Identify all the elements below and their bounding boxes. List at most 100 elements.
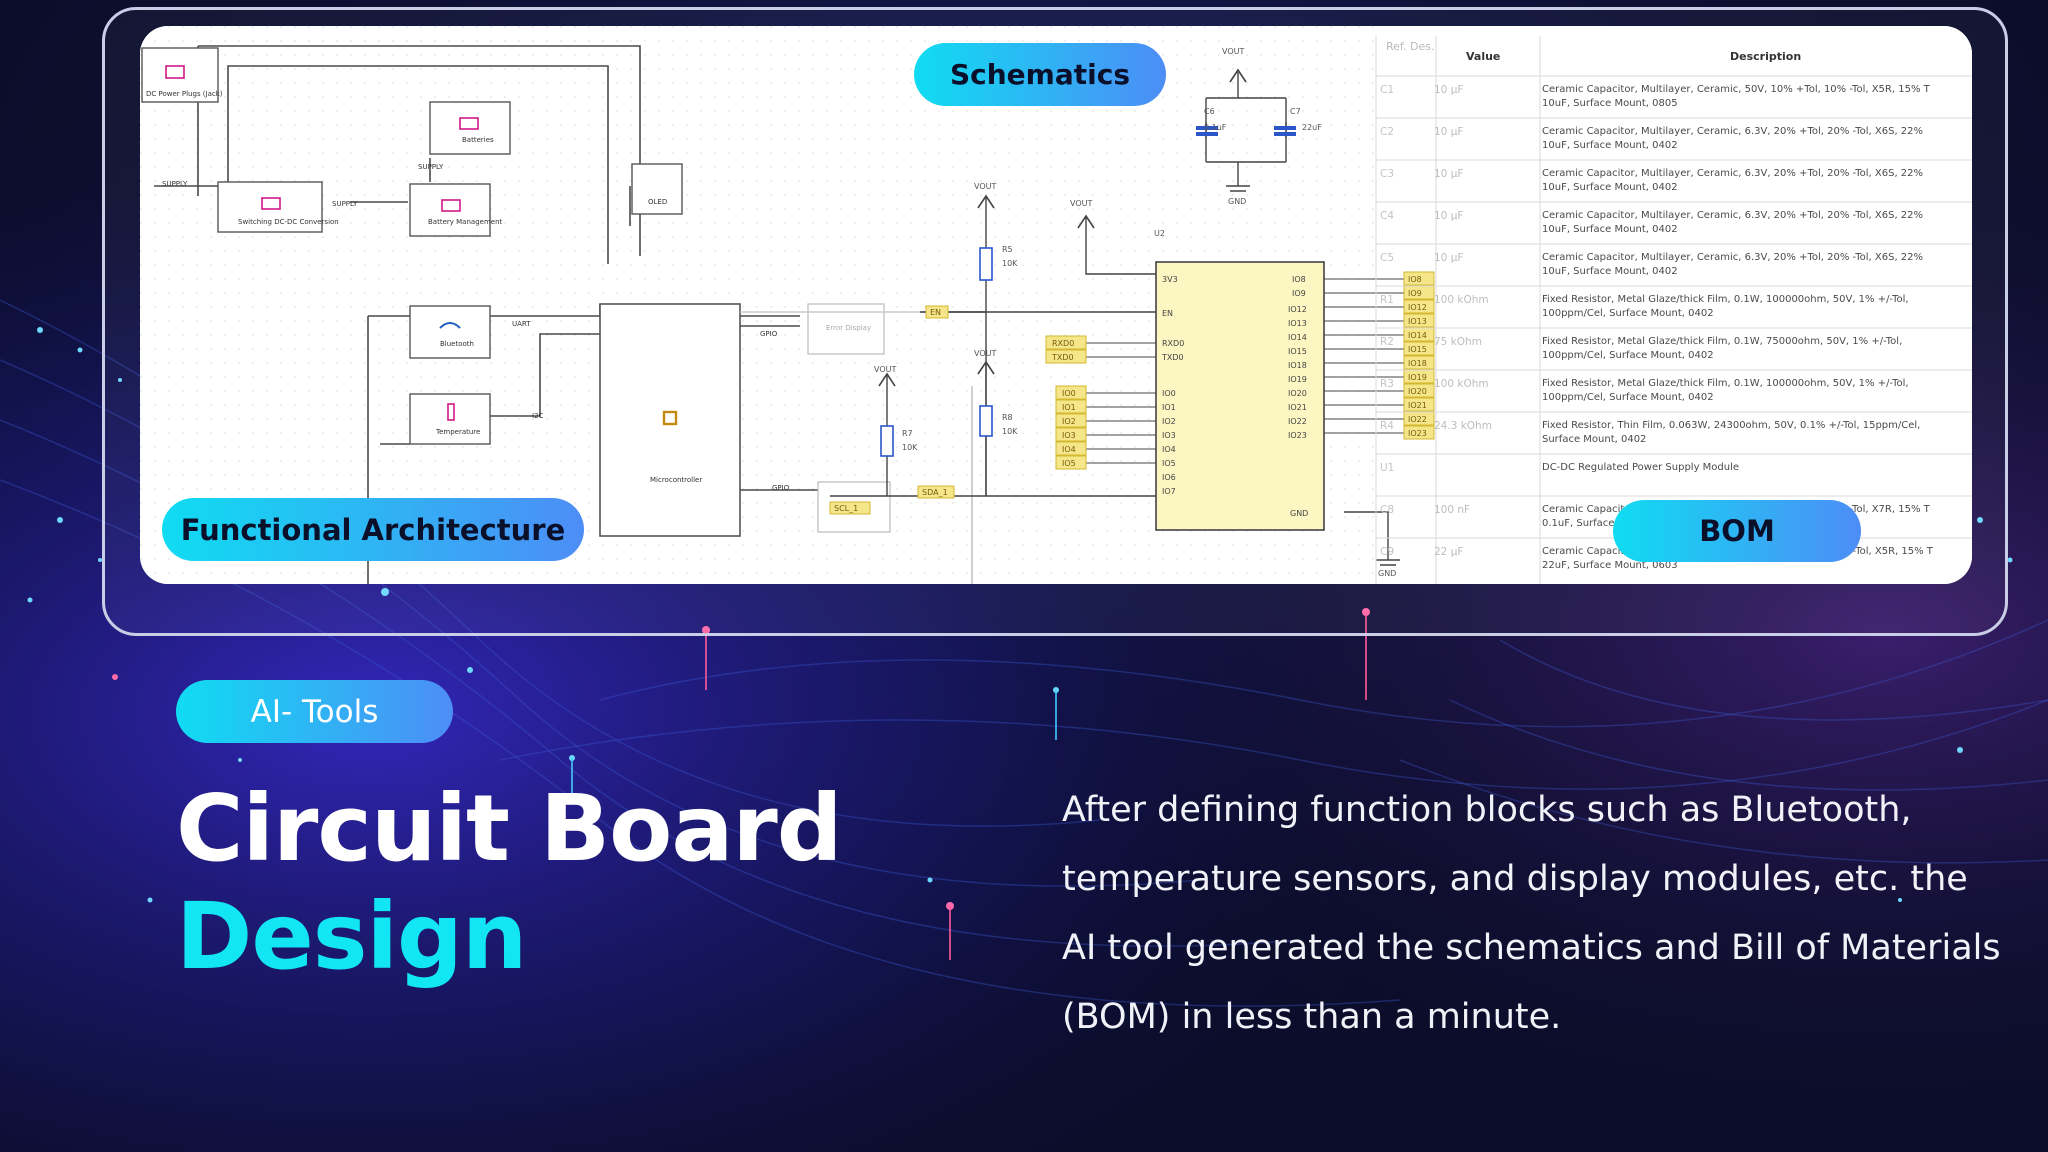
ic-pin-labels: 3V3 EN RXD0 TXD0 IO0 IO1 IO2 IO3 IO4 IO5…	[1161, 275, 1308, 518]
svg-text:C9: C9	[1380, 546, 1394, 558]
label-gpio-1: GPIO	[760, 330, 778, 338]
svg-text:IO6: IO6	[1162, 473, 1176, 482]
svg-text:IO22: IO22	[1408, 415, 1427, 424]
block-temperature	[409, 393, 491, 445]
net-en: EN	[930, 308, 941, 317]
label-bluetooth: Bluetooth	[440, 340, 474, 348]
svg-text:10K: 10K	[902, 443, 918, 452]
svg-text:IO9: IO9	[1408, 289, 1422, 298]
schematic-wires	[740, 72, 1389, 584]
schematic-canvas: DC Power Plugs (Jack) Batteries Switchin…	[140, 26, 1972, 584]
svg-text:R1: R1	[1380, 294, 1394, 306]
svg-text:GND: GND	[1228, 197, 1246, 206]
block-oled	[631, 163, 683, 215]
svg-text:VOUT: VOUT	[974, 182, 996, 191]
svg-text:Ceramic Capacitor, Multilayer,: Ceramic Capacitor, Multilayer, Ceramic, …	[1542, 252, 1923, 263]
svg-text:IO18: IO18	[1408, 359, 1427, 368]
svg-text:22uF: 22uF	[1302, 123, 1322, 132]
label-gpio-2: GPIO	[772, 484, 790, 492]
svg-text:IO19: IO19	[1408, 373, 1427, 382]
label-dc-power: DC Power Plugs (Jack)	[146, 90, 223, 98]
svg-text:C3: C3	[1380, 168, 1394, 180]
slide-title-line2: Design	[176, 883, 527, 990]
svg-text:TXD0: TXD0	[1051, 353, 1074, 362]
svg-text:C1: C1	[1380, 84, 1394, 96]
ic-u2	[1155, 261, 1325, 531]
svg-text:IO4: IO4	[1162, 445, 1176, 454]
schematics-label-pill: Schematics	[914, 43, 1166, 106]
svg-text:0.1uF: 0.1uF	[1204, 123, 1227, 132]
schematic-resistors	[880, 247, 993, 457]
svg-text:22 µF: 22 µF	[1434, 546, 1463, 558]
svg-text:IO2: IO2	[1062, 417, 1076, 426]
svg-text:IO12: IO12	[1288, 305, 1307, 314]
label-supply-3: SUPPLY	[332, 200, 358, 208]
bom-value-column: 10 µF 10 µF 10 µF 10 µF 10 µF 100 kOhm 7…	[1434, 84, 1492, 558]
svg-text:Ceramic Capacitor, Multilayer,: Ceramic Capacitor, Multilayer, Ceramic, …	[1542, 84, 1931, 95]
svg-text:10 µF: 10 µF	[1434, 252, 1463, 264]
label-temperature: Temperature	[435, 428, 480, 436]
label-battery-mgmt: Battery Management	[428, 218, 503, 226]
svg-text:U2: U2	[1154, 229, 1165, 238]
svg-text:100ppm/Cel, Surface Mount, 040: 100ppm/Cel, Surface Mount, 0402	[1542, 308, 1714, 319]
label-error-display: Error Display	[826, 324, 871, 332]
svg-text:R3: R3	[1380, 378, 1394, 390]
block-battery-management	[409, 183, 491, 237]
svg-text:IO12: IO12	[1408, 303, 1427, 312]
svg-text:VOUT: VOUT	[874, 365, 896, 374]
svg-text:GND: GND	[1290, 509, 1308, 518]
svg-text:IO21: IO21	[1288, 403, 1307, 412]
svg-text:10K: 10K	[1002, 259, 1018, 268]
svg-text:IO23: IO23	[1408, 429, 1427, 438]
svg-text:100ppm/Cel, Surface Mount, 040: 100ppm/Cel, Surface Mount, 0402	[1542, 350, 1714, 361]
svg-text:100ppm/Cel, Surface Mount, 040: 100ppm/Cel, Surface Mount, 0402	[1542, 392, 1714, 403]
svg-text:C7: C7	[1290, 107, 1301, 116]
svg-text:IO14: IO14	[1408, 331, 1427, 340]
svg-text:IO5: IO5	[1062, 459, 1076, 468]
svg-text:Ceramic Capacitor, Multilayer,: Ceramic Capacitor, Multilayer, Ceramic, …	[1542, 168, 1923, 179]
svg-text:IO15: IO15	[1408, 345, 1427, 354]
svg-text:C8: C8	[1380, 504, 1394, 516]
svg-text:RXD0: RXD0	[1052, 339, 1074, 348]
label-supply-2: SUPPLY	[418, 163, 444, 171]
svg-text:75 kOhm: 75 kOhm	[1434, 336, 1482, 348]
svg-text:IO13: IO13	[1408, 317, 1427, 326]
svg-text:C2: C2	[1380, 126, 1394, 138]
svg-text:100 nF: 100 nF	[1434, 504, 1470, 516]
svg-text:10uF, Surface Mount, 0805: 10uF, Surface Mount, 0805	[1542, 98, 1678, 109]
svg-text:24.3 kOhm: 24.3 kOhm	[1434, 420, 1492, 432]
svg-text:100 kOhm: 100 kOhm	[1434, 294, 1489, 306]
schematic-left-tags: RXD0 TXD0 IO0 IO1 IO2 IO3 IO4 IO5	[1045, 335, 1156, 470]
svg-text:DC-DC Regulated Power Supply M: DC-DC Regulated Power Supply Module	[1542, 462, 1739, 473]
svg-text:VOUT: VOUT	[1222, 47, 1244, 56]
svg-text:C6: C6	[1204, 107, 1215, 116]
svg-text:100 kOhm: 100 kOhm	[1434, 378, 1489, 390]
label-batteries: Batteries	[462, 136, 494, 144]
bom-ref-column: C1 C2 C3 C4 C5 R1 R2 R3 R4 U1 C8 C9	[1380, 84, 1394, 558]
svg-text:IO0: IO0	[1062, 389, 1076, 398]
svg-text:R2: R2	[1380, 336, 1394, 348]
svg-text:VOUT: VOUT	[1070, 199, 1092, 208]
svg-text:10uF, Surface Mount, 0402: 10uF, Surface Mount, 0402	[1542, 224, 1678, 235]
svg-text:Fixed Resistor, Metal Glaze/th: Fixed Resistor, Metal Glaze/thick Film, …	[1542, 378, 1909, 389]
architecture-labels: DC Power Plugs (Jack) Batteries Switchin…	[146, 90, 871, 492]
svg-text:IO19: IO19	[1288, 375, 1307, 384]
bom-label-pill: BOM	[1613, 500, 1861, 562]
label-oled: OLED	[648, 198, 667, 206]
svg-text:10 µF: 10 µF	[1434, 126, 1463, 138]
svg-text:IO20: IO20	[1408, 387, 1427, 396]
svg-text:10uF, Surface Mount, 0402: 10uF, Surface Mount, 0402	[1542, 140, 1678, 151]
label-i2c: I2C	[532, 412, 544, 420]
block-microcontroller	[599, 303, 741, 537]
svg-text:Fixed Resistor, Metal Glaze/th: Fixed Resistor, Metal Glaze/thick Film, …	[1542, 336, 1902, 347]
svg-text:10 µF: 10 µF	[1434, 168, 1463, 180]
label-supply-1: SUPPLY	[162, 180, 188, 188]
block-batteries	[429, 101, 511, 155]
svg-text:R7: R7	[902, 429, 913, 438]
svg-text:IO7: IO7	[1162, 487, 1176, 496]
svg-text:TXD0: TXD0	[1161, 353, 1184, 362]
block-dc-power	[141, 47, 219, 103]
svg-text:IO22: IO22	[1288, 417, 1307, 426]
net-sda: SDA_1	[922, 488, 948, 497]
svg-text:10 µF: 10 µF	[1434, 210, 1463, 222]
